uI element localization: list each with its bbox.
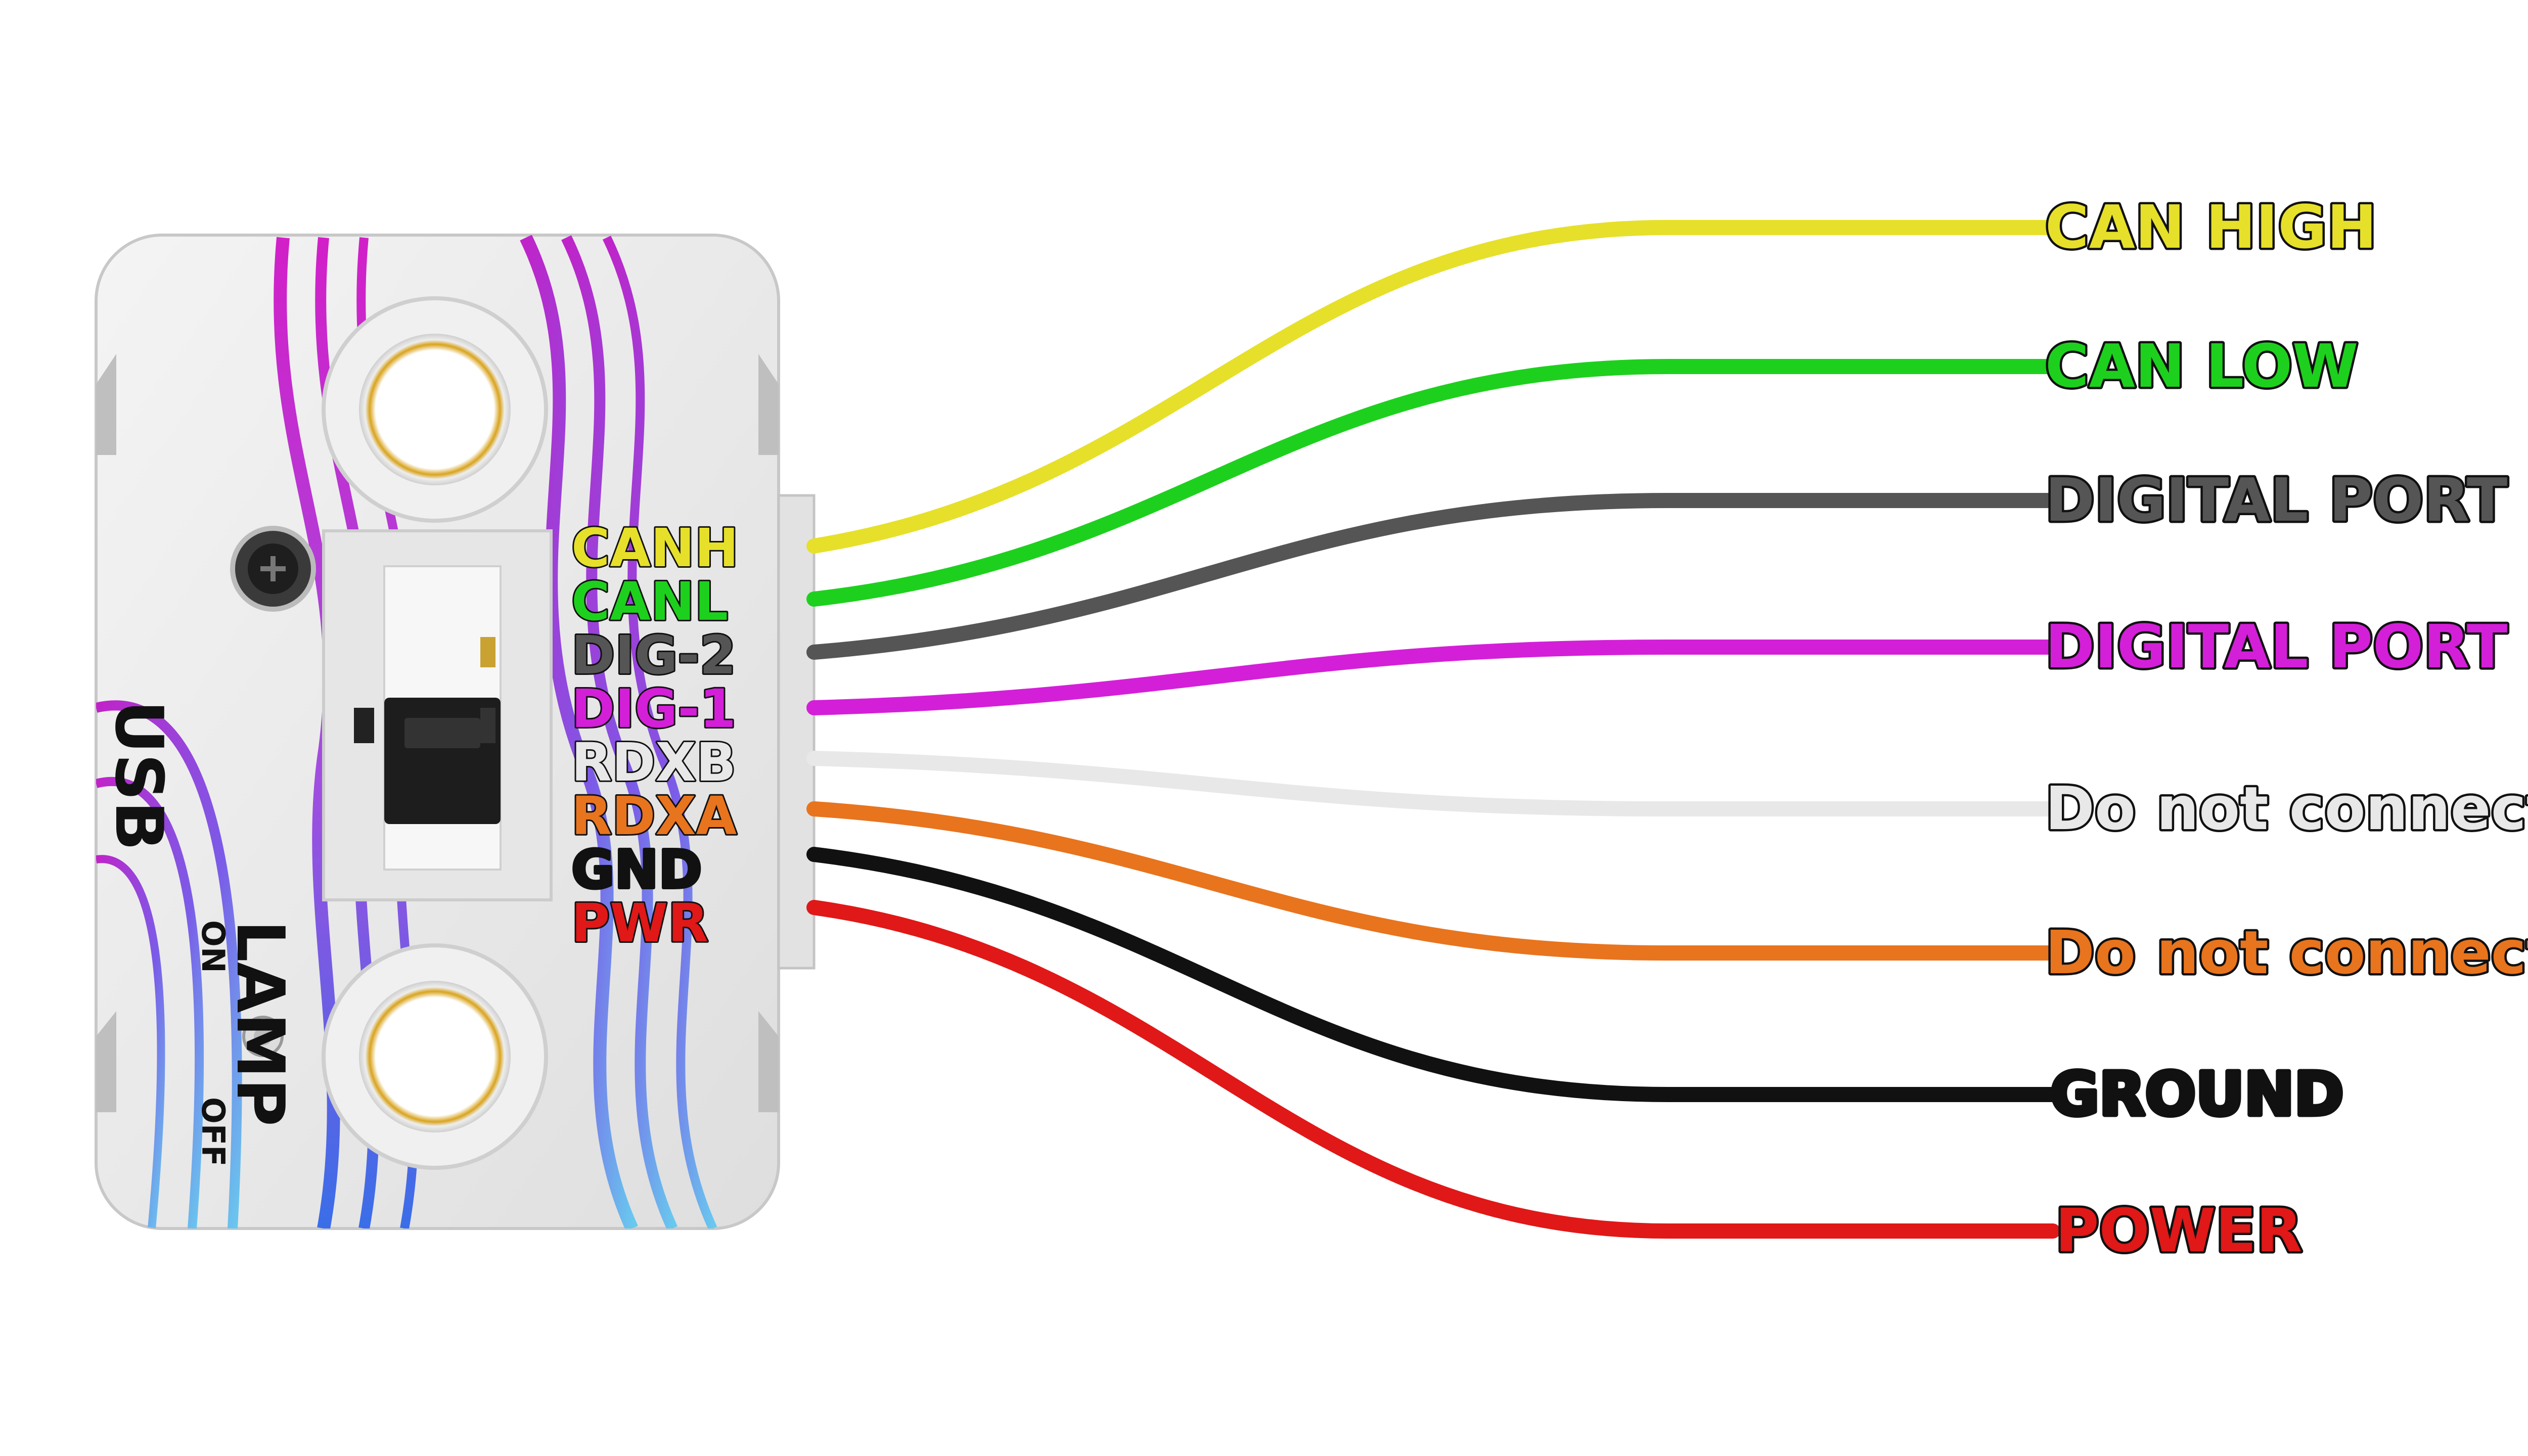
wire-can-low [806,359,2060,607]
pin-label: CANH [571,517,739,579]
wire-group [806,220,2060,1239]
pin-label-list: CANH CANL DIG-2 DIG-1 RDXB RDXA GND PWR [570,516,740,956]
lamp-off-label: OFF [195,1097,232,1166]
wire-rdxb [806,751,2060,816]
wire-label-digital-port-1: DIGITAL PORT 1 [2045,612,2528,681]
pin-label: RDXB [571,732,736,793]
wire-label-list: CAN HIGH CAN LOW DIGITAL PORT 2 DIGITAL … [2043,190,2528,1268]
wire-digital-port-2 [806,493,2060,660]
side-notch [96,1011,116,1112]
mounting-hole-bottom [322,943,548,1170]
wire-label-can-high: CAN HIGH [2045,192,2377,262]
pin-label: PWR [571,892,708,954]
lamp-led-icon [242,1016,284,1057]
pin-label: DIG-2 [571,624,736,686]
wire-label-do-not-connect-b: Do not connect. [2045,774,2528,843]
wire-rdxa [806,801,2060,961]
wire-label-power: POWER [2055,1196,2302,1265]
mounting-hole-top [322,296,548,523]
wire-label-can-low: CAN LOW [2045,331,2358,401]
side-notch [96,354,116,455]
wire-connector-housing [777,494,816,970]
lamp-label: LAMP [222,920,299,1126]
wire-digital-port-1 [806,640,2060,715]
pin-label: RDXA [571,785,737,847]
wire-label-ground: GROUND [2050,1059,2344,1129]
wire-ground [806,847,2060,1102]
side-notch [758,354,779,455]
pin-label: DIG-1 [571,678,736,740]
pin-label: GND [571,839,702,900]
side-notch [758,1011,779,1112]
pin-label: CANL [571,571,728,632]
screw-icon [230,526,316,612]
wire-label-do-not-connect-a: Do not connect. [2045,918,2528,987]
wire-can-high [806,220,2060,554]
sensor-window [322,529,553,901]
wire-power [806,900,2060,1239]
lamp-on-label: ON [195,920,232,973]
usb-label: USB [101,700,177,851]
wire-label-digital-port-2: DIGITAL PORT 2 [2045,465,2528,535]
